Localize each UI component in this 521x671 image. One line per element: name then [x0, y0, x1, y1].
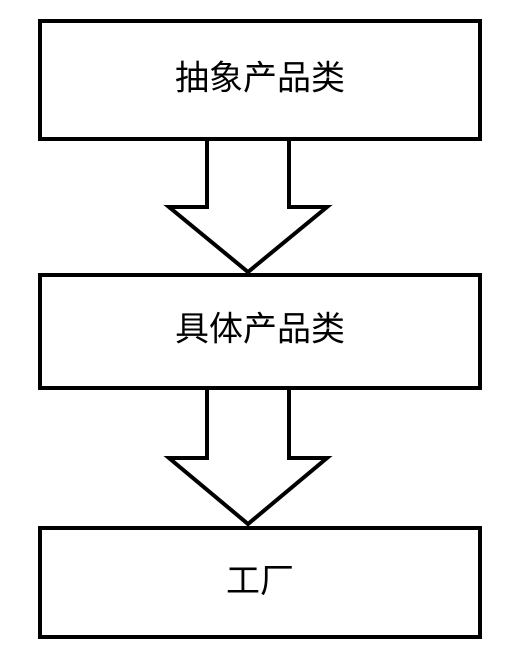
- node-abstract-product-label: 抽象产品类: [175, 59, 345, 99]
- arrow-down-2: [163, 386, 333, 527]
- node-factory-label: 工厂: [226, 562, 294, 602]
- node-concrete-product-box: [38, 273, 482, 390]
- node-abstract-product-box: [38, 19, 482, 141]
- arrow-down-1: [163, 137, 333, 275]
- node-factory-box: [38, 526, 482, 639]
- node-concrete-product-label: 具体产品类: [175, 310, 345, 350]
- node-concrete-product: 具体产品类: [38, 273, 482, 390]
- node-abstract-product: 抽象产品类: [38, 19, 482, 141]
- node-factory: 工厂: [38, 526, 482, 639]
